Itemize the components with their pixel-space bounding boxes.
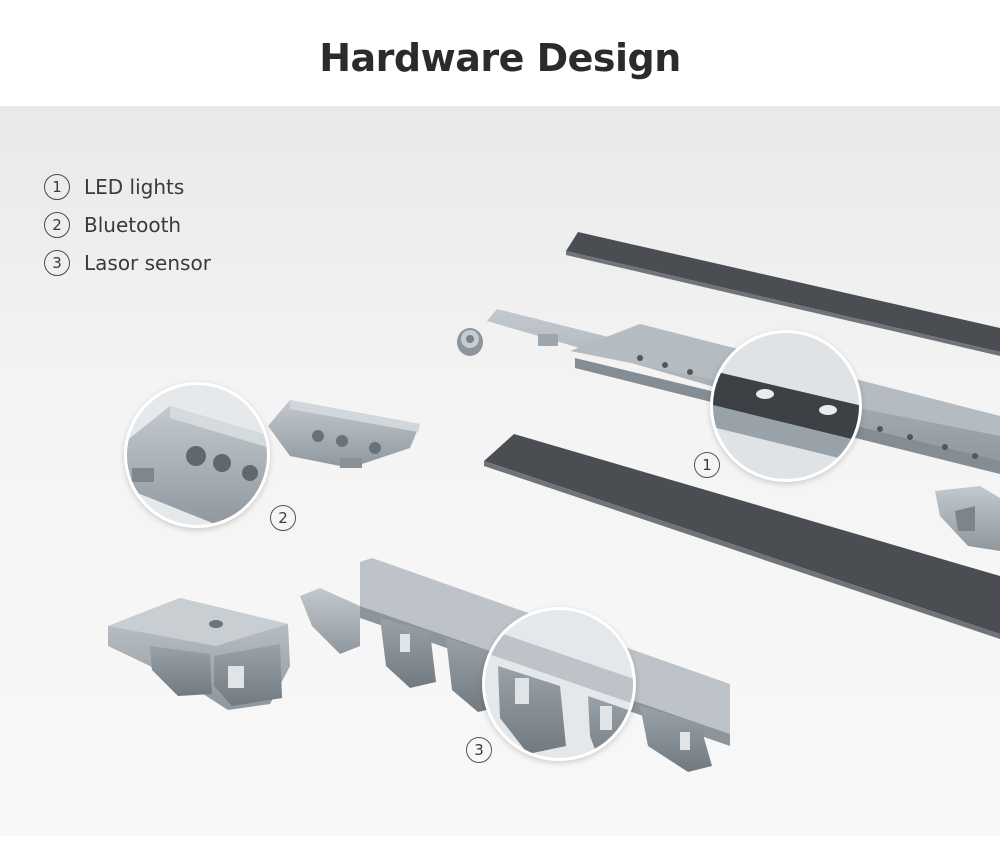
header: Hardware Design	[0, 0, 1000, 106]
right-edge-block	[935, 486, 1000, 551]
footer-strip	[0, 836, 1000, 847]
callout-led: 1	[694, 452, 720, 478]
sensor-block-left	[108, 598, 290, 710]
illustration-panel: 1 LED lights 2 Bluetooth 3 Lasor sensor	[0, 106, 1000, 836]
callout-bluetooth: 2	[270, 505, 296, 531]
end-cap	[457, 328, 483, 356]
bluetooth-magnifier	[120, 381, 280, 531]
callout-laser: 3	[466, 737, 492, 763]
laser-magnifier	[480, 606, 640, 768]
page-title: Hardware Design	[0, 36, 1000, 80]
bluetooth-module	[268, 400, 420, 468]
exploded-hardware-illustration	[0, 106, 1000, 836]
